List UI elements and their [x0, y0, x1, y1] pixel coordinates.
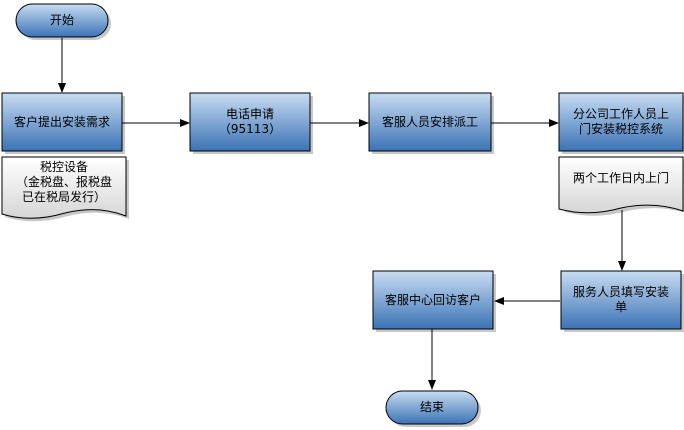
- tax-device-document: 税控设备 （金税盘、报税盘 已在税局发行）: [2, 157, 126, 207]
- phone-apply-label-line1: 电话申请: [225, 107, 274, 121]
- two-days-document-shape: [558, 156, 684, 214]
- dispatch-shape: [368, 92, 492, 152]
- tax-device-label-line3: 已在税局发行）: [21, 189, 106, 204]
- callback-label: 客服中心回访客户: [384, 292, 481, 307]
- fill-form-label-line2: 单: [614, 300, 627, 314]
- two-days-document: 两个工作日内上门: [559, 160, 683, 196]
- phone-apply-label-line2: （95113）: [218, 122, 282, 136]
- phone-apply-node: 电话申请 （95113）: [190, 93, 310, 151]
- start-node: 开始: [16, 4, 108, 37]
- onsite-install-node: 分公司工作人员上 门安装税控系统: [559, 93, 683, 151]
- fill-form-label-line1: 服务人员填写安装: [572, 285, 669, 299]
- customer-request-node: 客户提出安装需求: [2, 93, 122, 151]
- tax-device-label-line1: 税控设备: [39, 159, 88, 174]
- two-days-label: 两个工作日内上门: [572, 170, 669, 185]
- dispatch-node: 客服人员安排派工: [369, 93, 491, 151]
- callback-shape: [372, 270, 494, 330]
- tax-device-document-shape: [1, 156, 127, 219]
- end-terminator-shape: [385, 390, 479, 425]
- phone-apply-shape: [189, 92, 311, 152]
- customer-request-shape: [1, 92, 123, 152]
- end-node: 结束: [386, 391, 478, 424]
- fill-form-node: 服务人员填写安装 单: [561, 271, 681, 329]
- tax-device-label-line2: （金税盘、报税盘: [15, 174, 112, 189]
- dispatch-label: 客服人员安排派工: [381, 114, 478, 129]
- onsite-install-shape: [558, 92, 684, 152]
- customer-request-label: 客户提出安装需求: [13, 114, 110, 129]
- onsite-install-label-line2: 门安装税控系统: [578, 122, 663, 136]
- fill-form-shape: [560, 270, 682, 330]
- callback-node: 客服中心回访客户: [373, 271, 493, 329]
- start-terminator-shape: [15, 3, 109, 38]
- start-label: 开始: [49, 13, 74, 27]
- onsite-install-label-line1: 分公司工作人员上: [572, 107, 669, 121]
- end-label: 结束: [419, 400, 444, 414]
